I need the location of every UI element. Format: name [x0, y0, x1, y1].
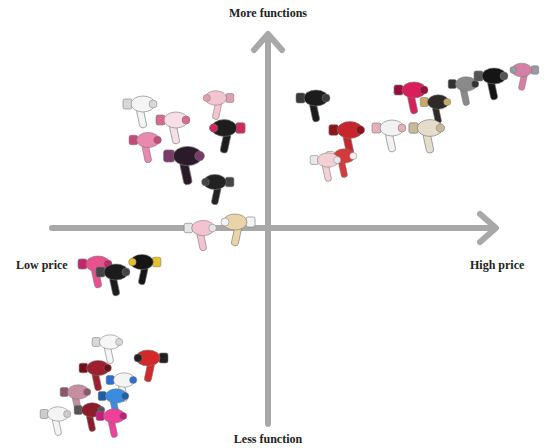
axis-arrowhead [480, 214, 496, 242]
hair-dryer [209, 120, 245, 154]
dryer-intake [500, 72, 508, 80]
dryer-nozzle [184, 223, 193, 233]
dryer-nozzle [40, 410, 48, 419]
dryer-nozzle [123, 99, 132, 109]
dryer-nozzle [156, 115, 165, 125]
hair-dryer [129, 132, 161, 163]
dryer-nozzle [296, 93, 305, 103]
dryer-intake [129, 258, 137, 266]
dryer-nozzle [310, 156, 318, 165]
hair-dryer [134, 350, 168, 382]
dryer-intake [122, 392, 129, 399]
axis-label: Low price [14, 258, 70, 272]
hair-dryer [372, 120, 406, 152]
dryer-intake [154, 136, 162, 144]
dryer-nozzle [79, 363, 88, 373]
axes [52, 34, 496, 424]
dryer-intake [203, 94, 210, 101]
axis-label: Less function [232, 432, 304, 446]
hair-dryer [74, 403, 105, 432]
hair-dryer [409, 120, 445, 154]
hair-dryer [184, 220, 216, 251]
dryer-intake [221, 218, 229, 226]
dryer-intake [84, 388, 91, 395]
dryer-nozzle [159, 353, 168, 363]
dryer-intake [420, 86, 428, 94]
dryer-nozzle [448, 80, 456, 89]
dryer-nozzle [92, 338, 100, 347]
hair-dryer [420, 95, 451, 124]
dryer-intake [334, 156, 341, 163]
dryer-nozzle [329, 125, 338, 136]
hair-dryer [202, 174, 234, 205]
dryer-nozzle [226, 94, 234, 103]
dryer-intake [64, 410, 71, 417]
dryer-nozzle [420, 98, 428, 107]
dryer-intake [436, 124, 444, 132]
hair-dryer [96, 409, 127, 438]
dryer-nozzle [98, 392, 106, 401]
dryer-nozzle [74, 406, 82, 415]
hair-dryer [129, 254, 161, 285]
hair-dryer [96, 264, 130, 296]
dryer-nozzle [96, 412, 104, 421]
dryer-nozzle [246, 217, 255, 227]
dryer-intake [209, 124, 217, 132]
dryer-intake [120, 412, 127, 419]
dryer-intake [195, 151, 205, 161]
horizontal-axis [52, 225, 494, 231]
dryer-intake [134, 354, 142, 362]
hair-dryer [510, 63, 539, 91]
dryer-intake [350, 152, 357, 159]
hair-dryer [394, 82, 428, 114]
dryer-intake [356, 126, 364, 134]
dryer-nozzle [164, 150, 175, 162]
dryer-intake [472, 80, 479, 87]
dryer-nozzle [409, 123, 418, 134]
dryer-nozzle [394, 85, 403, 95]
dryer-intake [130, 376, 137, 383]
dryer-intake [510, 67, 517, 74]
dryer-nozzle [152, 257, 161, 267]
dryer-nozzle [372, 123, 381, 133]
dryer-intake [209, 224, 217, 232]
dryer-nozzle [129, 135, 138, 145]
dryer-intake [122, 268, 130, 276]
dryer-intake [182, 116, 190, 124]
hair-dryer [92, 335, 123, 364]
axis-label: High price [468, 258, 526, 272]
dryer-nozzle [474, 71, 483, 81]
hair-dryer [474, 68, 508, 100]
hair-dryer [203, 91, 234, 120]
dryer-intake [104, 364, 112, 372]
axis-arrowhead [254, 34, 282, 50]
dryer-intake [444, 98, 451, 105]
dryer-nozzle [531, 66, 539, 75]
hair-dryer-icons [40, 63, 539, 438]
dryer-nozzle [96, 267, 105, 277]
dryer-intake [398, 124, 406, 132]
hair-dryer [164, 146, 205, 185]
hair-dryer [123, 96, 157, 128]
dryer-nozzle [225, 177, 234, 187]
hair-dryer [221, 214, 255, 246]
dryer-intake [149, 100, 157, 108]
hair-dryer [310, 153, 341, 182]
dryer-nozzle [78, 259, 87, 269]
axis-label: More functions [227, 6, 309, 20]
hair-dryer [448, 77, 479, 106]
hair-dryer [296, 90, 330, 122]
dryer-intake [202, 178, 210, 186]
dryer-nozzle [106, 376, 114, 385]
dryer-intake [322, 94, 330, 102]
dryer-nozzle [60, 388, 68, 397]
hair-dryer [40, 407, 71, 436]
dryer-nozzle [236, 123, 245, 134]
dryer-intake [116, 338, 123, 345]
